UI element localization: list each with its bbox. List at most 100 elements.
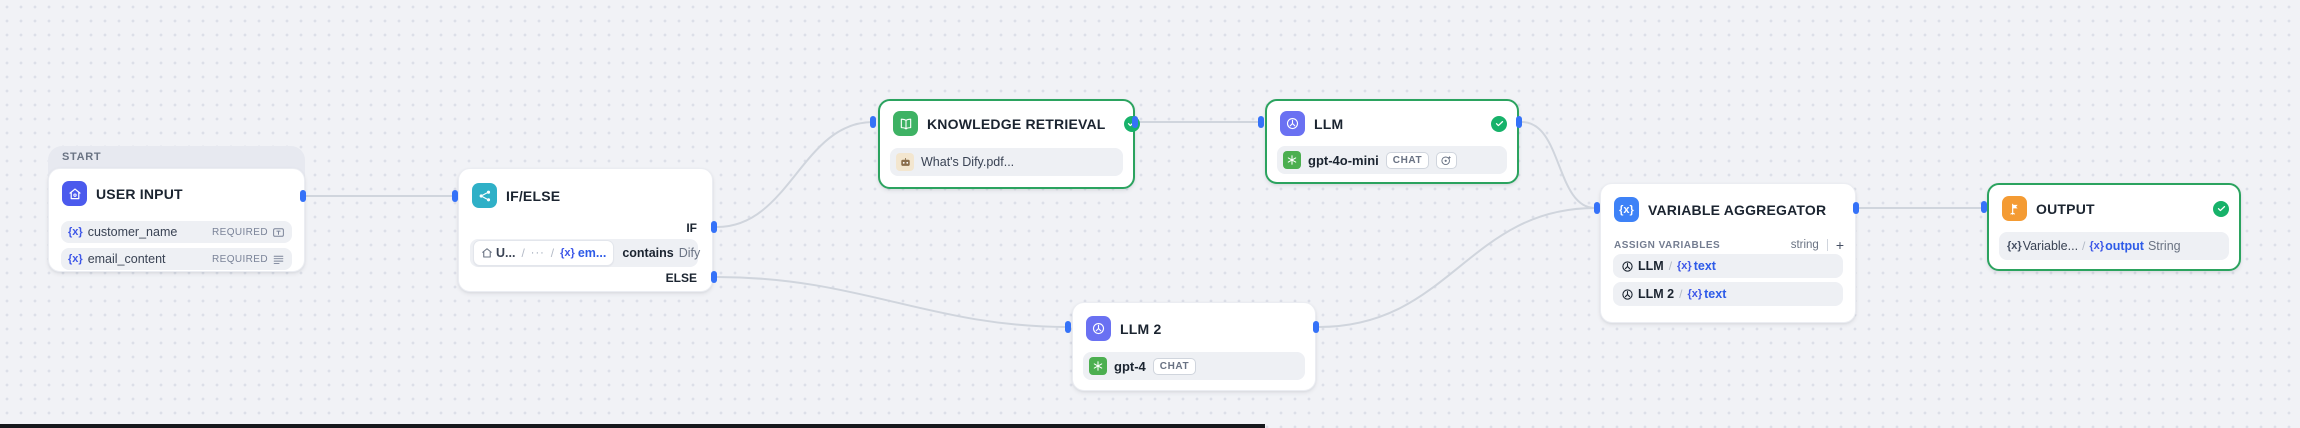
node-title: OUTPUT xyxy=(2036,200,2095,217)
handle-knowledge-in[interactable] xyxy=(870,116,876,128)
node-title: LLM 2 xyxy=(1120,320,1162,337)
source-node-name: LLM xyxy=(1638,259,1664,273)
model-name: gpt-4 xyxy=(1114,358,1146,374)
path-separator: / xyxy=(1679,287,1683,301)
handle-aggregator-in[interactable] xyxy=(1594,202,1600,214)
split-branch-icon xyxy=(472,183,497,208)
node-variable-aggregator[interactable]: {x} VARIABLE AGGREGATOR ASSIGN VARIABLES… xyxy=(1600,183,1856,323)
book-icon xyxy=(893,111,918,136)
handle-llm-in[interactable] xyxy=(1258,116,1264,128)
condition-variable: em... xyxy=(577,246,607,260)
node-llm[interactable]: LLM gpt-4o-mini CHAT xyxy=(1265,99,1519,184)
divider xyxy=(1826,239,1828,251)
required-badge: REQUIRED xyxy=(212,253,268,265)
handle-if-out[interactable] xyxy=(711,221,717,233)
model-name: gpt-4o-mini xyxy=(1308,152,1379,168)
success-check-icon xyxy=(1491,115,1507,132)
input-field-row: {x} email_content REQUIRED xyxy=(61,248,292,270)
dataset-row: What's Dify.pdf... xyxy=(890,148,1123,176)
field-name: email_content xyxy=(87,252,166,266)
branch-if-label: IF xyxy=(686,221,697,235)
node-title: USER INPUT xyxy=(96,185,183,202)
start-group-label: START xyxy=(62,151,102,163)
variable-token: {x} xyxy=(68,253,83,265)
required-badge: REQUIRED xyxy=(212,226,268,238)
vision-icon xyxy=(1436,151,1458,169)
variable-token: {x} xyxy=(2089,240,2105,252)
handle-llm2-in[interactable] xyxy=(1065,321,1071,333)
mode-badge: CHAT xyxy=(1385,151,1430,169)
handle-aggregator-out[interactable] xyxy=(1853,202,1859,214)
node-user-input[interactable]: USER INPUT {x} customer_name REQUIRED {x… xyxy=(48,168,305,272)
openai-icon xyxy=(1089,357,1107,375)
variable-name: text xyxy=(1704,287,1727,301)
input-field-row: {x} customer_name REQUIRED xyxy=(61,221,292,243)
llm-mini-icon xyxy=(1621,288,1634,301)
variable-name: text xyxy=(1693,259,1716,273)
path-separator: / xyxy=(1668,259,1673,273)
condition-row: U... / ··· / {x} em... contains Dify xyxy=(470,239,701,267)
llm-icon xyxy=(1086,316,1111,341)
node-output[interactable]: OUTPUT {x} Variable... / {x} output Stri… xyxy=(1987,183,2241,271)
path-ellipsis: ··· xyxy=(530,247,545,259)
condition-operator: contains xyxy=(622,246,674,260)
start-group[interactable]: START USER INPUT {x} customer_name REQUI… xyxy=(48,146,305,272)
handle-knowledge-out[interactable] xyxy=(1132,116,1138,128)
bottom-bar xyxy=(0,424,1265,428)
variable-token: {x} xyxy=(1687,288,1703,300)
variable-token: {x} xyxy=(68,226,83,238)
add-variable-button[interactable]: + xyxy=(1835,237,1844,253)
node-title: VARIABLE AGGREGATOR xyxy=(1648,201,1827,218)
source-node-name: Variable... xyxy=(2022,239,2079,253)
edge-llm-aggregator[interactable] xyxy=(1521,121,1596,209)
openai-icon xyxy=(1283,151,1301,169)
home-icon xyxy=(62,181,87,206)
condition-source: U... xyxy=(496,246,516,260)
handle-output-in[interactable] xyxy=(1981,201,1987,213)
mode-badge: CHAT xyxy=(1152,357,1197,375)
paragraph-icon xyxy=(272,253,285,266)
handle-userinput-out[interactable] xyxy=(300,190,306,202)
path-separator: / xyxy=(2082,239,2086,253)
handle-else-out[interactable] xyxy=(711,271,717,283)
node-knowledge-retrieval[interactable]: KNOWLEDGE RETRIEVAL What's Dify.pdf... xyxy=(878,99,1140,189)
home-icon xyxy=(481,247,493,259)
aggregated-variable-row: LLM 2 / {x} text xyxy=(1613,282,1843,306)
document-icon xyxy=(896,153,914,171)
output-type-label: string xyxy=(1790,239,1819,251)
llm-icon xyxy=(1280,111,1305,136)
variable-token: {x} xyxy=(2007,240,2022,252)
llm-mini-icon xyxy=(1621,260,1634,273)
edge-if-knowledge[interactable] xyxy=(716,121,874,228)
edge-else-llm2[interactable] xyxy=(716,276,1069,328)
edge-llm2-aggregator[interactable] xyxy=(1318,207,1596,328)
flag-icon xyxy=(2002,196,2027,221)
assign-variables-label: ASSIGN VARIABLES xyxy=(1614,239,1721,251)
handle-ifelse-in[interactable] xyxy=(452,190,458,202)
condition-value: Dify xyxy=(678,246,701,260)
variable-name: output xyxy=(2105,239,2144,253)
node-title: KNOWLEDGE RETRIEVAL xyxy=(927,115,1106,132)
condition-variable-pill: U... / ··· / {x} em... xyxy=(473,240,615,266)
handle-llm-out[interactable] xyxy=(1516,116,1522,128)
node-llm-2[interactable]: LLM 2 gpt-4 CHAT xyxy=(1072,302,1316,391)
field-name: customer_name xyxy=(87,225,178,239)
source-node-name: LLM 2 xyxy=(1638,287,1675,301)
variable-type: String xyxy=(2147,239,2181,253)
model-row: gpt-4 CHAT xyxy=(1083,352,1305,380)
variable-token: {x} xyxy=(1677,260,1692,272)
model-row: gpt-4o-mini CHAT xyxy=(1277,146,1507,174)
node-title: LLM xyxy=(1314,115,1344,132)
branch-else-label: ELSE xyxy=(665,271,697,285)
variable-token: {x} xyxy=(560,247,575,259)
output-variable-row: {x} Variable... / {x} output String xyxy=(1999,232,2229,260)
handle-llm2-out[interactable] xyxy=(1313,321,1319,333)
variable-aggregator-icon: {x} xyxy=(1614,197,1639,222)
node-if-else[interactable]: IF/ELSE IF U... / ··· / {x} em... contai… xyxy=(458,168,713,292)
text-input-icon xyxy=(272,226,285,239)
path-separator: / xyxy=(550,246,555,260)
aggregated-variable-row: LLM / {x} text xyxy=(1613,254,1843,278)
path-separator: / xyxy=(521,246,525,260)
node-title: IF/ELSE xyxy=(506,187,561,204)
dataset-name: What's Dify.pdf... xyxy=(921,155,1015,169)
